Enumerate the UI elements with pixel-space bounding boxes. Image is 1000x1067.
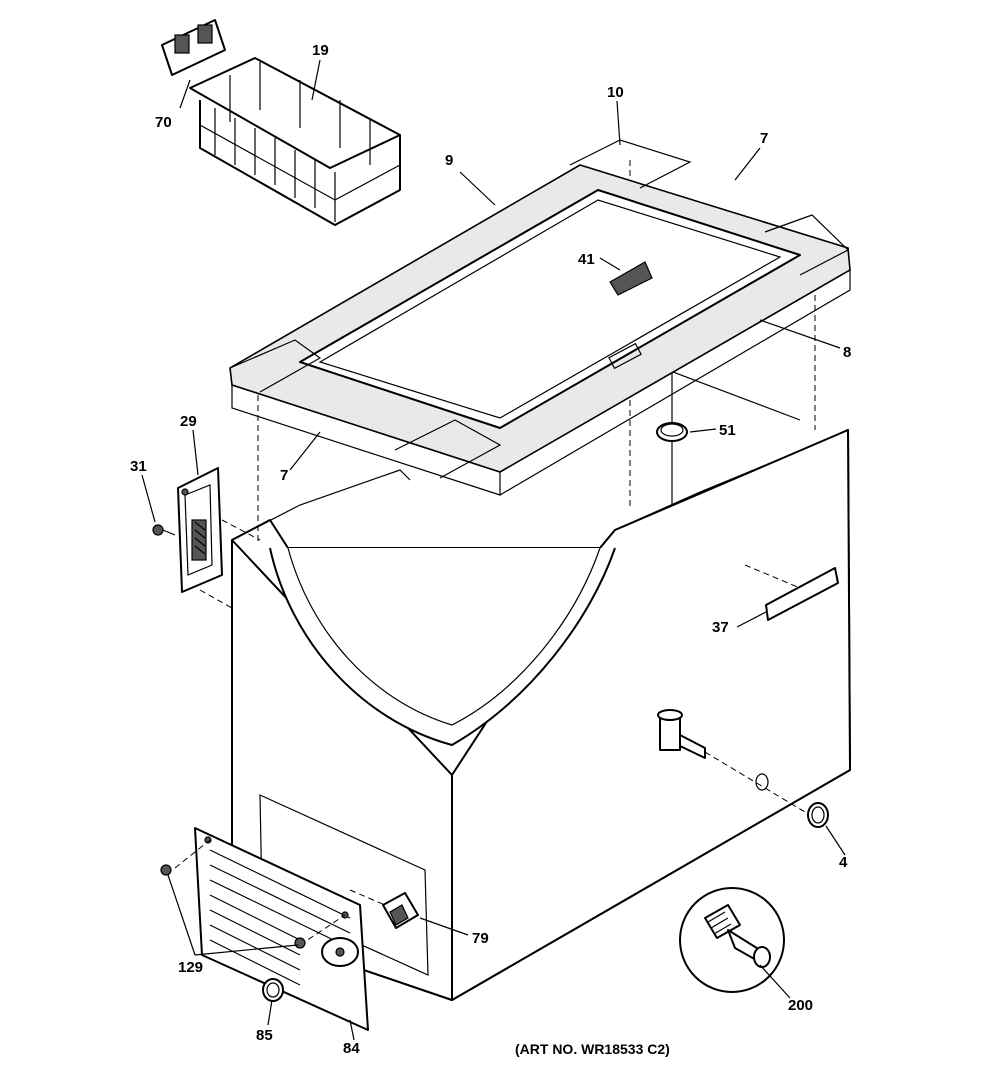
drain-fitting xyxy=(657,709,811,816)
nameplate xyxy=(744,564,839,621)
label-part-29: 29 xyxy=(180,413,197,430)
label-part-10: 10 xyxy=(607,84,624,101)
basket-divider xyxy=(161,19,226,76)
label-part-8: 8 xyxy=(843,344,851,361)
leader-lines xyxy=(141,59,846,1041)
label-part-7-bottom: 7 xyxy=(280,467,288,484)
label-part-70: 70 xyxy=(155,114,172,131)
grille-knob-cap xyxy=(262,978,284,1002)
label-part-41: 41 xyxy=(578,251,595,268)
lid-gasket-frame xyxy=(229,139,851,496)
label-part-4: 4 xyxy=(839,854,848,871)
control-switch xyxy=(349,889,419,929)
drain-cap xyxy=(656,422,688,442)
label-part-84: 84 xyxy=(343,1040,360,1057)
label-part-31: 31 xyxy=(130,458,147,475)
callout-labels: 10 7 9 19 70 41 8 51 29 31 7 37 4 79 129… xyxy=(130,42,851,1057)
label-part-79: 79 xyxy=(472,930,489,947)
kick-grille xyxy=(174,827,369,1031)
cabinet xyxy=(231,160,851,1001)
drain-detail-callout xyxy=(679,887,785,993)
label-part-37: 37 xyxy=(712,619,729,636)
lid-latch xyxy=(609,261,653,296)
label-part-129: 129 xyxy=(178,959,203,976)
label-part-9: 9 xyxy=(445,152,453,169)
label-part-200: 200 xyxy=(788,997,813,1014)
hinge-assembly xyxy=(177,467,261,609)
label-part-85: 85 xyxy=(256,1027,273,1044)
label-part-19: 19 xyxy=(312,42,329,59)
hinge-screw xyxy=(152,524,176,536)
label-part-51: 51 xyxy=(719,422,736,439)
art-number: (ART NO. WR18533 C2) xyxy=(515,1041,670,1057)
wire-basket xyxy=(189,57,401,226)
label-part-7-top: 7 xyxy=(760,130,768,147)
drain-plug xyxy=(807,802,829,828)
